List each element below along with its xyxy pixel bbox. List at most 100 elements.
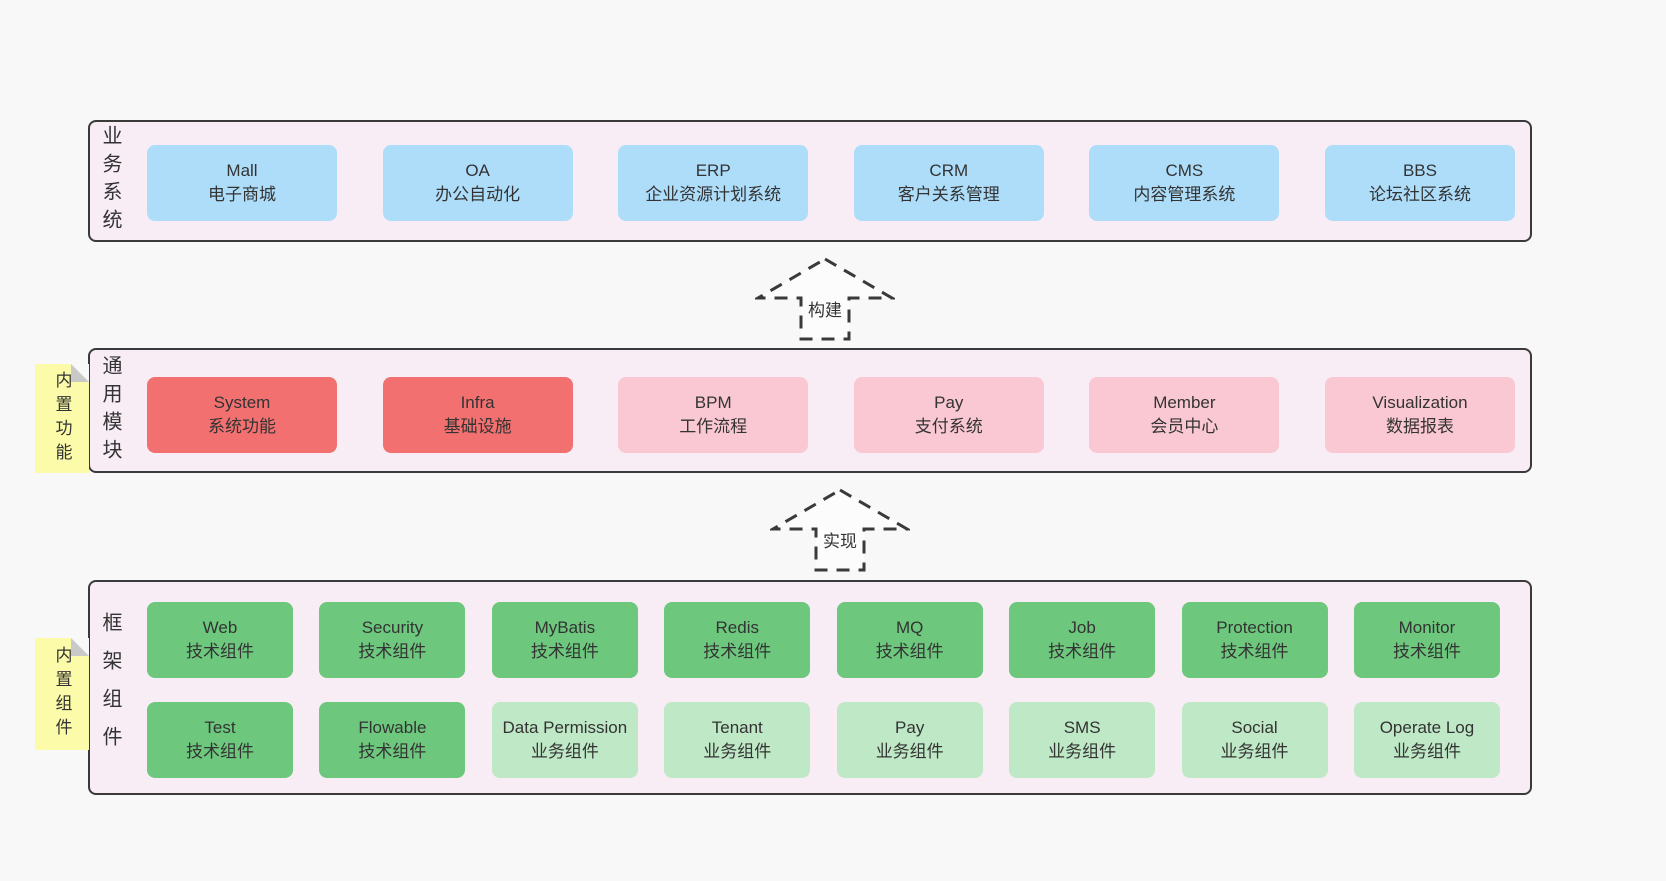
up-arrow-icon: 实现 bbox=[767, 488, 913, 572]
box-subtitle: 系统功能 bbox=[208, 417, 276, 436]
box-subtitle: 会员中心 bbox=[1150, 417, 1219, 436]
framework-components-label: 框架组件 bbox=[99, 611, 121, 764]
framework-row-2: Test 技术组件 Flowable 技术组件 Data Permission … bbox=[147, 702, 1500, 778]
box-title: Flowable bbox=[358, 718, 427, 738]
box-title: BBS bbox=[1402, 161, 1437, 181]
box-crm: CRM 客户关系管理 bbox=[853, 145, 1044, 221]
box-title: Pay bbox=[934, 393, 964, 413]
box-title: SMS bbox=[1063, 718, 1101, 738]
box-subtitle: 办公自动化 bbox=[435, 185, 521, 204]
box-social: Social 业务组件 bbox=[1181, 702, 1328, 778]
box-cms: CMS 内容管理系统 bbox=[1089, 145, 1280, 221]
box-title: Mall bbox=[226, 161, 258, 181]
box-subtitle: 业务组件 bbox=[1048, 742, 1117, 761]
box-tenant: Tenant 业务组件 bbox=[664, 702, 811, 778]
box-mq: MQ 技术组件 bbox=[836, 602, 983, 678]
build-arrow: 构建 bbox=[752, 256, 898, 342]
common-modules-label: 通用模块 bbox=[99, 354, 121, 467]
box-title: Operate Log bbox=[1379, 718, 1475, 738]
box-operate-log: Operate Log 业务组件 bbox=[1353, 702, 1500, 778]
common-modules-row: System 系统功能 Infra 基础设施 BPM 工作流程 Pay 支付系统… bbox=[147, 377, 1515, 453]
box-title: Data Permission bbox=[502, 718, 628, 738]
box-title: CMS bbox=[1165, 161, 1204, 181]
business-systems-section: 业务系统 Mall 电子商城 OA 办公自动化 ERP 企业资源计划系统 CRM… bbox=[88, 120, 1532, 242]
box-infra: Infra 基础设施 bbox=[382, 377, 573, 453]
box-title: Pay bbox=[895, 718, 925, 738]
box-test: Test 技术组件 bbox=[147, 702, 293, 778]
box-subtitle: 企业资源计划系统 bbox=[645, 185, 782, 204]
box-mall: Mall 电子商城 bbox=[147, 145, 337, 221]
box-subtitle: 数据报表 bbox=[1385, 417, 1454, 436]
box-subtitle: 业务组件 bbox=[703, 742, 772, 761]
box-title: Visualization bbox=[1372, 393, 1468, 413]
box-title: BPM bbox=[694, 393, 732, 413]
box-subtitle: 技术组件 bbox=[1392, 642, 1461, 661]
box-title: Social bbox=[1231, 718, 1278, 738]
box-sms: SMS 业务组件 bbox=[1009, 702, 1156, 778]
implement-arrow-label: 实现 bbox=[823, 532, 857, 551]
box-title: Security bbox=[361, 618, 424, 638]
box-title: CRM bbox=[929, 161, 969, 181]
box-data-permission: Data Permission 业务组件 bbox=[491, 702, 638, 778]
box-flowable: Flowable 技术组件 bbox=[319, 702, 466, 778]
box-title: Job bbox=[1068, 618, 1096, 638]
box-subtitle: 业务组件 bbox=[1392, 742, 1461, 761]
box-subtitle: 论坛社区系统 bbox=[1368, 185, 1471, 204]
box-subtitle: 技术组件 bbox=[186, 642, 254, 661]
box-title: Test bbox=[204, 718, 236, 738]
box-subtitle: 业务组件 bbox=[1220, 742, 1289, 761]
box-job: Job 技术组件 bbox=[1009, 602, 1156, 678]
box-subtitle: 技术组件 bbox=[875, 642, 944, 661]
box-subtitle: 技术组件 bbox=[703, 642, 772, 661]
box-subtitle: 业务组件 bbox=[530, 742, 599, 761]
box-title: Redis bbox=[715, 618, 759, 638]
box-title: MQ bbox=[895, 618, 924, 638]
box-title: ERP bbox=[695, 161, 731, 181]
box-subtitle: 技术组件 bbox=[358, 642, 427, 661]
box-system: System 系统功能 bbox=[147, 377, 337, 453]
box-bbs: BBS 论坛社区系统 bbox=[1324, 145, 1515, 221]
box-erp: ERP 企业资源计划系统 bbox=[618, 145, 809, 221]
box-title: Web bbox=[202, 618, 238, 638]
box-member: Member 会员中心 bbox=[1089, 377, 1280, 453]
box-title: System bbox=[213, 393, 271, 413]
box-subtitle: 技术组件 bbox=[1220, 642, 1289, 661]
box-subtitle: 支付系统 bbox=[914, 417, 983, 436]
built-in-features-note: 内置功能 bbox=[35, 364, 89, 473]
box-subtitle: 技术组件 bbox=[530, 642, 599, 661]
box-title: OA bbox=[465, 161, 490, 181]
common-modules-section: 通用模块 System 系统功能 Infra 基础设施 BPM 工作流程 Pay… bbox=[88, 348, 1532, 473]
box-subtitle: 客户关系管理 bbox=[897, 185, 1000, 204]
box-subtitle: 工作流程 bbox=[679, 417, 748, 436]
box-subtitle: 技术组件 bbox=[358, 742, 427, 761]
box-subtitle: 基础设施 bbox=[443, 417, 512, 436]
box-title: Protection bbox=[1216, 618, 1293, 638]
box-subtitle: 内容管理系统 bbox=[1133, 185, 1236, 204]
implement-arrow: 实现 bbox=[767, 487, 913, 573]
box-redis: Redis 技术组件 bbox=[664, 602, 811, 678]
framework-components-section: 框架组件 Web 技术组件 Security 技术组件 MyBatis 技术组件… bbox=[88, 580, 1532, 795]
framework-row-1: Web 技术组件 Security 技术组件 MyBatis 技术组件 Redi… bbox=[147, 602, 1500, 678]
box-subtitle: 技术组件 bbox=[186, 742, 254, 761]
box-pay-system: Pay 支付系统 bbox=[853, 377, 1044, 453]
box-subtitle: 电子商城 bbox=[208, 185, 276, 204]
business-systems-row: Mall 电子商城 OA 办公自动化 ERP 企业资源计划系统 CRM 客户关系… bbox=[147, 145, 1515, 221]
box-protection: Protection 技术组件 bbox=[1181, 602, 1328, 678]
box-visualization: Visualization 数据报表 bbox=[1324, 377, 1515, 453]
box-mybatis: MyBatis 技术组件 bbox=[491, 602, 638, 678]
box-web: Web 技术组件 bbox=[147, 602, 293, 678]
box-pay-component: Pay 业务组件 bbox=[836, 702, 983, 778]
box-title: Tenant bbox=[711, 718, 763, 738]
box-title: Infra bbox=[460, 393, 495, 413]
box-subtitle: 技术组件 bbox=[1048, 642, 1117, 661]
box-title: Monitor bbox=[1398, 618, 1456, 638]
note-label: 内置功能 bbox=[52, 370, 72, 467]
box-bpm: BPM 工作流程 bbox=[618, 377, 809, 453]
up-arrow-icon: 构建 bbox=[752, 257, 898, 341]
box-security: Security 技术组件 bbox=[319, 602, 466, 678]
build-arrow-label: 构建 bbox=[808, 301, 842, 320]
box-monitor: Monitor 技术组件 bbox=[1353, 602, 1500, 678]
box-oa: OA 办公自动化 bbox=[382, 145, 573, 221]
built-in-components-note: 内置组件 bbox=[35, 638, 89, 750]
